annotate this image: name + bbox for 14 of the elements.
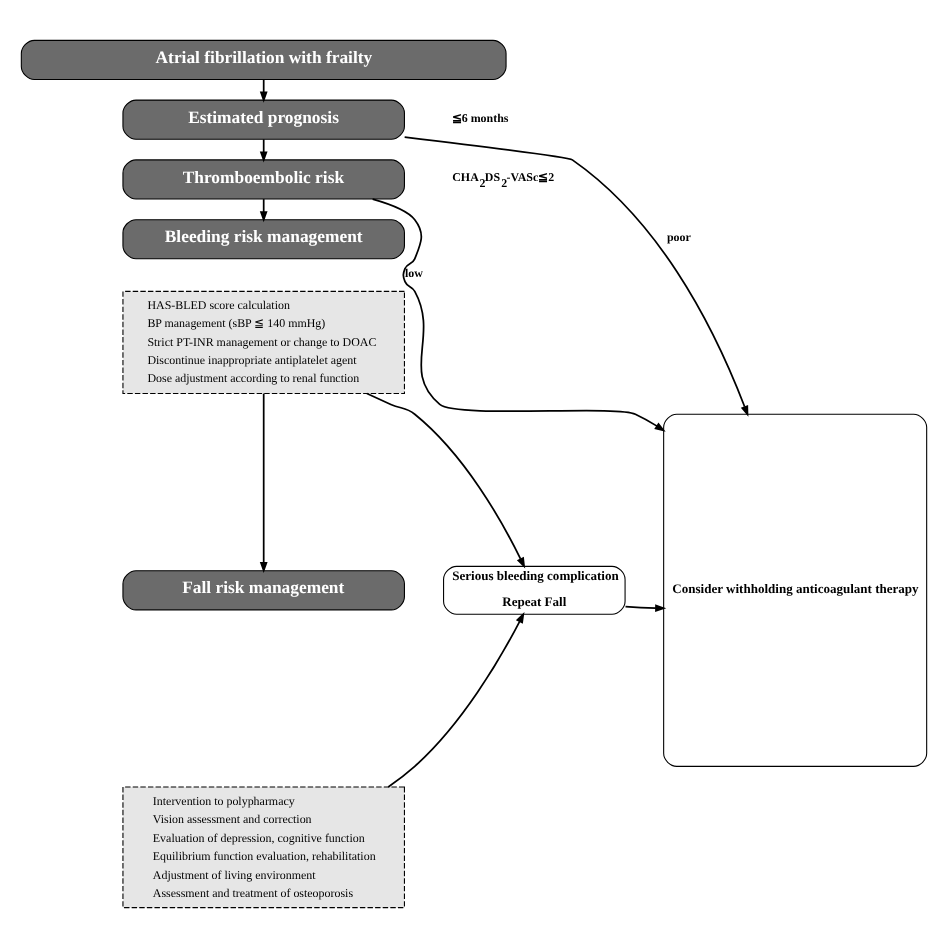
node-box: Bleeding risk management [122,219,405,260]
node-box: Estimated prognosis [122,99,405,140]
arrow [387,612,525,788]
arrow [403,136,749,417]
arrow [259,392,268,574]
arrow [624,604,667,612]
node-box: Atrial fibrillation with frailty [20,39,507,80]
node-box: Thromboembolic risk [122,159,405,200]
arrow [259,78,268,103]
arrow [259,138,268,163]
arrow [366,392,526,569]
node-box: Fall risk management [122,570,405,611]
arrow [371,198,666,432]
arrow [259,198,268,223]
